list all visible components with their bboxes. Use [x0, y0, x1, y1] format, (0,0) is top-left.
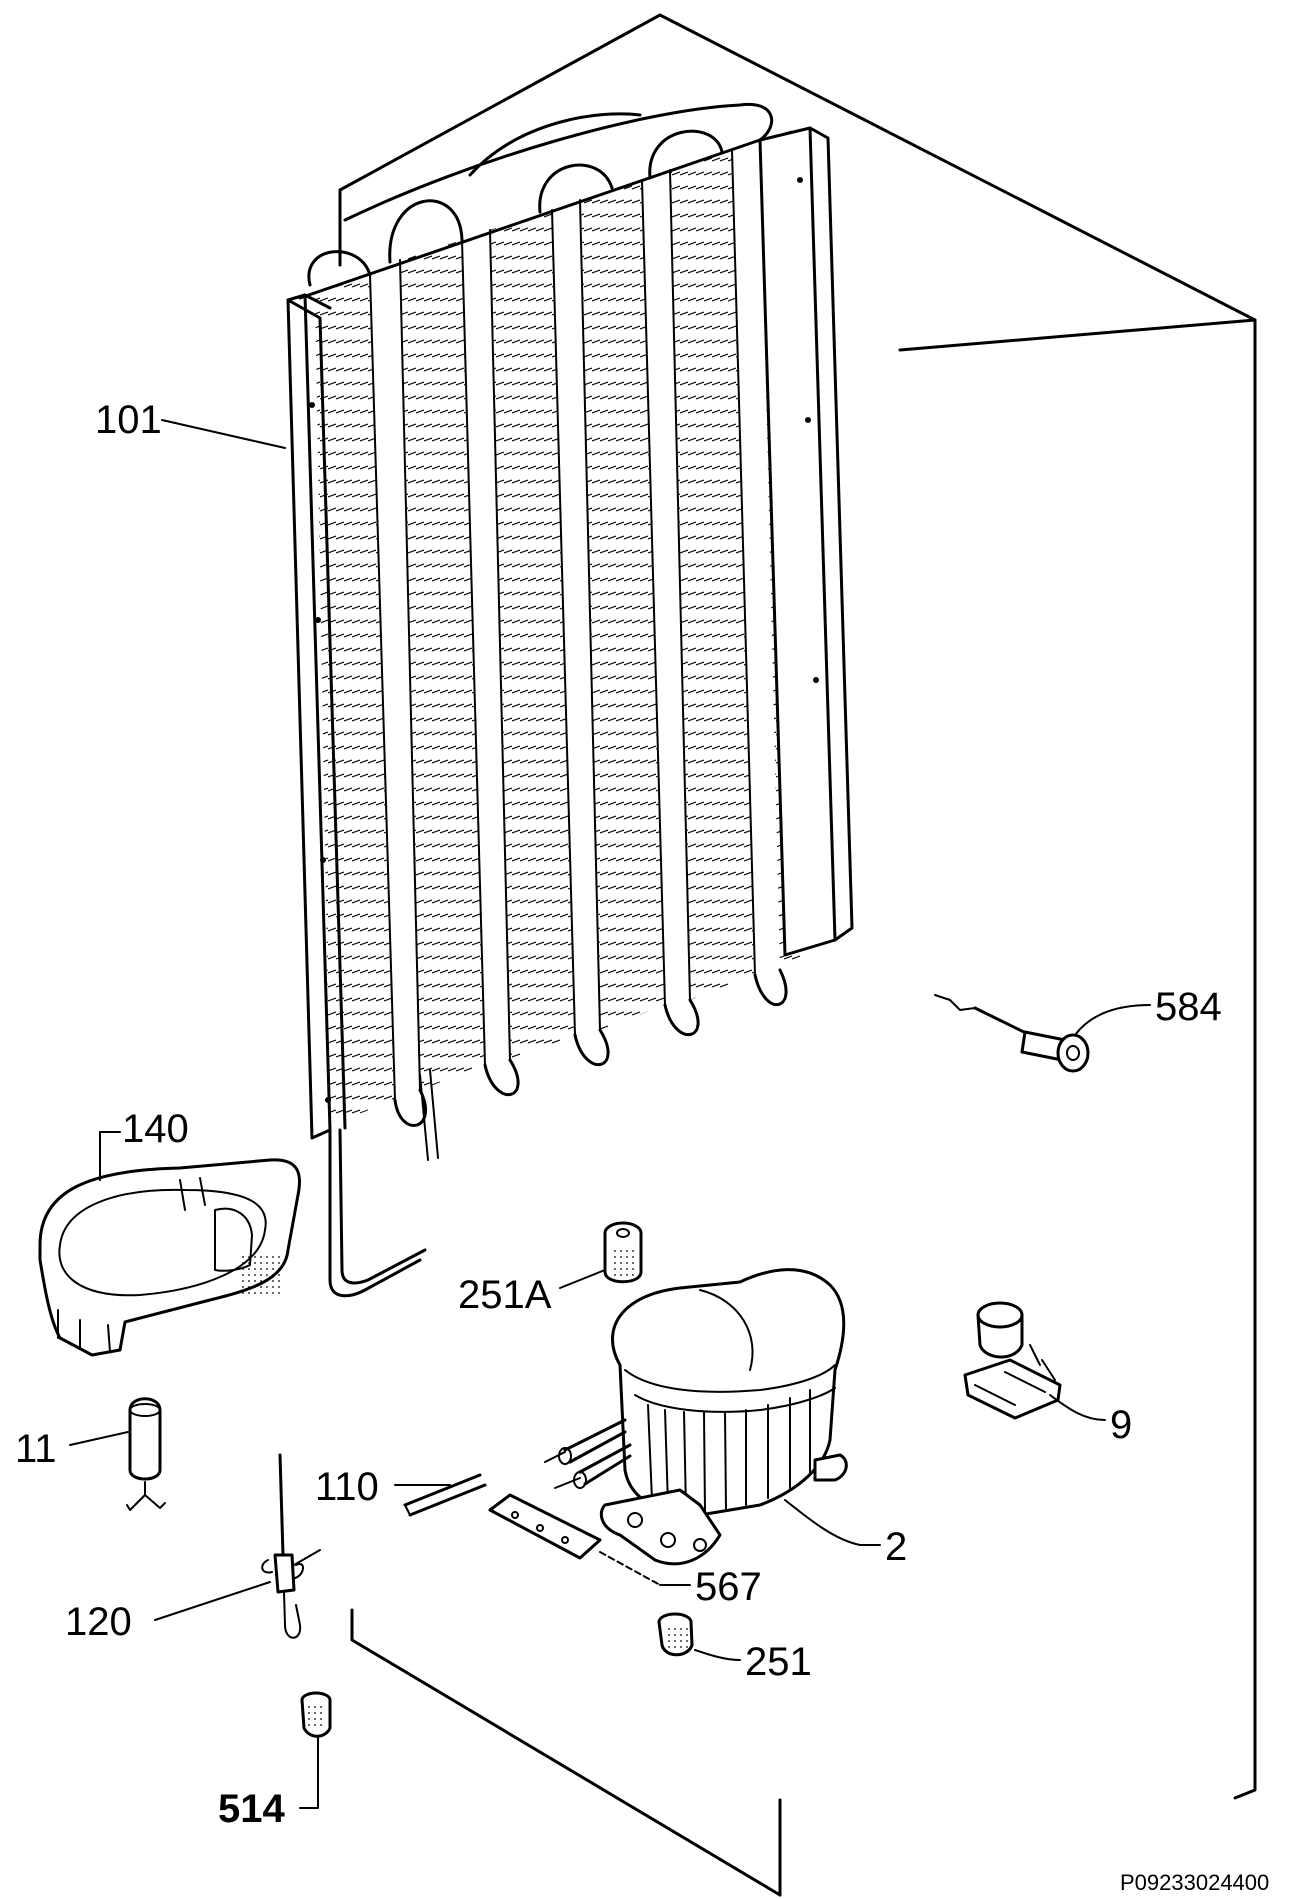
- capacitor-11: [126, 1397, 166, 1511]
- part-label-11: 11: [15, 1427, 57, 1471]
- mounting-plate-567: [488, 1493, 602, 1560]
- leader-line-514: [299, 1737, 319, 1809]
- condenser: [286, 102, 854, 1298]
- drip-tray: [38, 1158, 302, 1357]
- leader-line-584: [1074, 1004, 1151, 1036]
- rubber-foot-251: [657, 1612, 694, 1657]
- part-label-514: 514: [218, 1787, 285, 1831]
- filter-drier-120: [261, 1453, 321, 1639]
- starter-relay-9: [963, 1301, 1062, 1420]
- part-label-251: 251: [745, 1640, 812, 1684]
- leader-line-120: [154, 1581, 271, 1621]
- part-label-567: 567: [695, 1565, 762, 1609]
- leader-line-567: [599, 1551, 661, 1586]
- leader-line-2: [784, 1499, 881, 1546]
- part-label-110: 110: [315, 1465, 379, 1509]
- tube-110: [403, 1473, 487, 1517]
- part-label-251a: 251A: [458, 1273, 552, 1317]
- compressor: [544, 1268, 848, 1566]
- plug-514: [300, 1691, 332, 1738]
- part-label-120: 120: [65, 1600, 132, 1644]
- thermostat-sensor-584: [934, 994, 1090, 1073]
- part-label-140: 140: [122, 1107, 189, 1151]
- rubber-grommet-251a: [603, 1221, 643, 1284]
- drawing-code: P09233024400: [1120, 1870, 1269, 1895]
- part-label-2: 2: [885, 1525, 907, 1569]
- leader-line-11: [69, 1431, 129, 1446]
- part-label-584: 584: [1155, 985, 1222, 1029]
- leader-line-251: [694, 1649, 741, 1661]
- leader-line-251a: [559, 1269, 606, 1289]
- leader-line-101: [161, 419, 286, 449]
- part-label-101: 101: [95, 398, 162, 442]
- cabinet-outline: [338, 13, 1257, 1897]
- part-label-9: 9: [1110, 1403, 1132, 1447]
- leader-line-9: [1049, 1394, 1106, 1421]
